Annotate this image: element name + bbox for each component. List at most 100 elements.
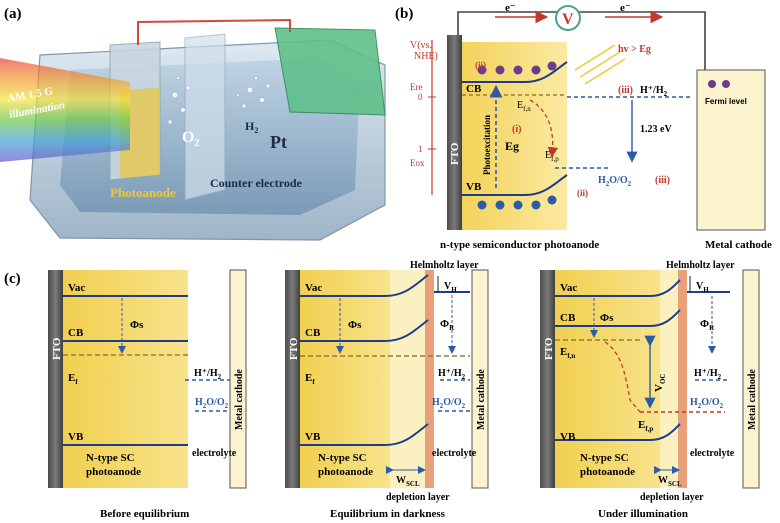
c2-sc-label-1: N-type SC — [318, 452, 367, 464]
c2-h-label: H⁺/H2 — [438, 368, 466, 381]
diagram-before: FTO Vac CB Ef VB Φs H⁺/H2 H2O/O2 Metal c… — [48, 269, 247, 520]
c3-phi-r-label: ΦR — [700, 318, 715, 332]
c3-metal-cathode — [742, 269, 760, 489]
hv-label: hv > Eg — [618, 44, 651, 55]
c3-sc-label-2: photoanode — [580, 466, 635, 478]
c1-electrolyte-label: electrolyte — [192, 448, 237, 459]
tick-eox-label: Eox — [410, 158, 425, 168]
axis-title-1: V(vs. — [410, 40, 432, 51]
panel-b-label: (b) — [395, 6, 413, 22]
c2-vb-label: VB — [305, 431, 321, 443]
ev-label: 1.23 eV — [640, 124, 672, 135]
c1-h-label: H⁺/H2 — [194, 368, 222, 381]
c3-sc-label-1: N-type SC — [580, 452, 629, 464]
vb-band — [462, 174, 568, 196]
pt-label: Pt — [270, 132, 287, 152]
vb-label: VB — [466, 181, 482, 193]
c1-phi-label: Φs — [130, 319, 144, 331]
cathode-electron-1 — [708, 80, 716, 88]
step-ii-top-label: (ii) — [475, 60, 486, 70]
c3-vb-label: VB — [560, 431, 576, 443]
c2-ef-label: Ef — [305, 372, 315, 386]
step-iii-top-label: (iii) — [618, 85, 633, 96]
panel-b: (b) V e⁻ e⁻ V(vs. NHE) Ere 0 1 Eox FTO C… — [395, 2, 772, 251]
c3-electrolyte-label: electrolyte — [690, 448, 735, 459]
c3-quasi-fermi-curve — [604, 341, 641, 413]
holes-bottom — [477, 195, 557, 210]
c2-fto — [285, 270, 300, 488]
c3-vh-label: VH — [696, 281, 709, 294]
c1-semiconductor — [63, 270, 188, 488]
c2-cb-label: CB — [305, 327, 321, 339]
c3-metal-label: Metal cathode — [747, 369, 758, 430]
c2-semiconductor — [300, 270, 390, 488]
voltmeter — [555, 5, 581, 31]
c2-depletion-region — [390, 270, 425, 488]
metal-cathode-b — [696, 69, 766, 231]
quasi-fermi-arrow — [529, 99, 559, 158]
c2-depletion-label: depletion layer — [386, 492, 450, 503]
caption-b-right: Metal cathode — [705, 239, 772, 251]
voltmeter-label: V — [562, 11, 574, 28]
c3-vac-label: Vac — [560, 282, 577, 294]
c3-wscl-label: WSCL — [658, 475, 682, 488]
panel-a-label: (a) — [4, 6, 22, 22]
c3-voc-label: VOC — [653, 374, 667, 392]
c3-h-label: H⁺/H2 — [694, 368, 722, 381]
eg-label: Eg — [505, 139, 519, 153]
c1-o-label: H2O/O2 — [195, 397, 229, 410]
c2-helmholtz-label: Helmholtz layer — [410, 260, 479, 271]
c3-fto-label: FTO — [543, 337, 555, 360]
c2-helmholtz-layer — [425, 270, 434, 488]
cb-label: CB — [466, 83, 482, 95]
caption-before: Before equilibrium — [100, 508, 189, 520]
tick-0-label: 0 — [418, 92, 423, 102]
c3-depletion-label: depletion layer — [640, 492, 704, 503]
cathode-electron-2 — [722, 80, 730, 88]
c1-vac-label: Vac — [68, 282, 85, 294]
electrons-top — [477, 61, 557, 75]
c1-sc-label-1: N-type SC — [86, 452, 135, 464]
panel-c-label: (c) — [4, 271, 21, 287]
fto-label: FTO — [449, 142, 461, 165]
c2-metal-label: Metal cathode — [476, 369, 487, 430]
c1-vb-label: VB — [68, 431, 84, 443]
caption-darkness: Equilibrium in darkness — [330, 508, 446, 520]
c2-electrolyte-label: electrolyte — [432, 448, 477, 459]
c2-cb-band — [300, 319, 429, 342]
o2-label: O2 — [182, 129, 199, 149]
electron-label-left: e⁻ — [505, 2, 516, 14]
c2-sc-label-2: photoanode — [318, 466, 373, 478]
c3-cb-band — [555, 309, 681, 327]
c2-metal-cathode — [471, 269, 489, 489]
diagram-darkness: FTO Vac CB Ef VB Φs ΦR VH Helmholtz laye… — [285, 260, 489, 520]
h-couple-label: H⁺/H2 — [640, 85, 668, 98]
step-i-label: (i) — [512, 124, 521, 135]
c1-ef-label: Ef — [68, 372, 78, 386]
h2-label: H2 — [245, 119, 258, 135]
h2-bubbles — [236, 76, 271, 109]
tick-ere-label: Ere — [410, 82, 423, 92]
c3-efp-label: Ef,p — [638, 419, 653, 433]
c1-cb-label: CB — [68, 327, 84, 339]
light-beam — [0, 58, 130, 162]
efp-label: Ef,p — [545, 150, 559, 163]
c3-cb-label: CB — [560, 312, 576, 324]
axis-title-2: NHE) — [414, 51, 438, 62]
c3-depletion-region — [660, 270, 678, 488]
fermi-level-label: Fermi level — [705, 97, 747, 106]
diagram-illumination: FTO Vac CB Ef,n VB Ef,p Φs VOC ΦR VH Hel… — [540, 260, 760, 520]
c2-vb-band — [300, 423, 429, 446]
c3-helmholtz-label: Helmholtz layer — [666, 260, 735, 271]
step-iii-bottom-label: (iii) — [655, 175, 670, 186]
caption-b-left: n-type semiconductor photoanode — [440, 239, 599, 251]
c2-vac-label: Vac — [305, 282, 322, 294]
cb-band — [462, 61, 568, 83]
c1-fto — [48, 270, 63, 488]
external-circuit — [457, 11, 706, 70]
c1-metal-cathode — [229, 269, 247, 489]
counter-electrode-plate — [274, 27, 386, 116]
c2-o-label: H2O/O2 — [432, 397, 466, 410]
c3-efn-label: Ef,n — [560, 346, 575, 360]
